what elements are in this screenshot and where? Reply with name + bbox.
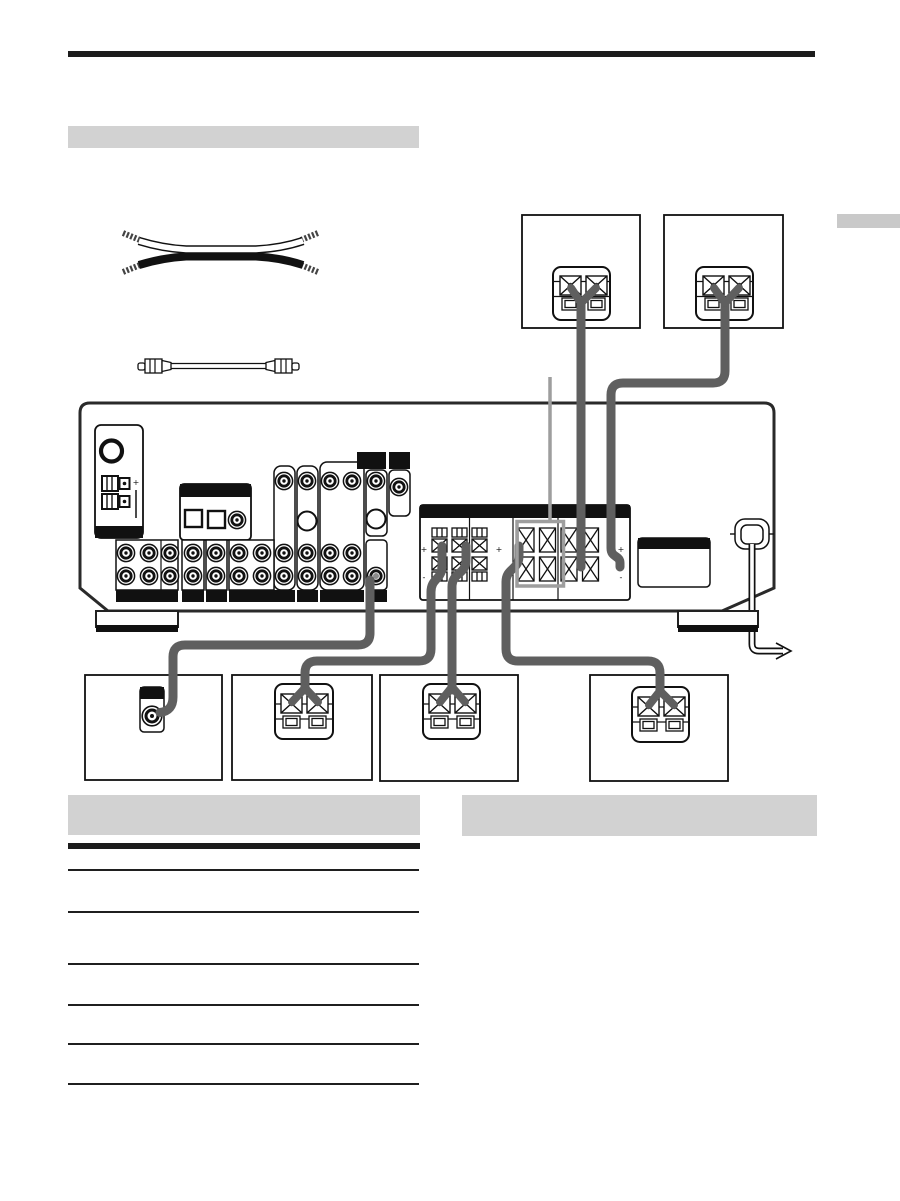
- top-rule: [68, 51, 815, 57]
- subwoofer-box: [84, 674, 223, 781]
- front-right-speaker-wire: [606, 284, 743, 572]
- terminal-plus-mark: +: [618, 545, 625, 554]
- coaxial-jack: [226, 509, 248, 530]
- speaker-wire-b: [288, 541, 447, 706]
- white-wire: [138, 238, 304, 253]
- receiver-foot-right: [677, 610, 759, 632]
- jack-label-bars: [116, 590, 387, 602]
- table-rule-4: [68, 1004, 419, 1006]
- optical-jack-1: [183, 508, 204, 529]
- table-rule-6: [68, 1083, 419, 1085]
- speaker-wire-c: [436, 541, 471, 706]
- table-header-rule: [68, 843, 420, 849]
- svideo-jack-2: [365, 508, 387, 530]
- optical-jack-2: [206, 509, 227, 530]
- terminal-plus-mark: +: [496, 545, 503, 554]
- wires: [155, 284, 743, 717]
- receiver-foot-left: [95, 610, 179, 632]
- power-cord: [748, 544, 793, 660]
- table-rule-2: [68, 911, 419, 913]
- audio-cable-illustration: [137, 358, 300, 374]
- am-antenna-terminals: [101, 475, 131, 510]
- fm-antenna-jack: [98, 438, 125, 464]
- terminal-plus-mark: +: [421, 545, 428, 554]
- bare-wire-tips: [121, 230, 320, 275]
- subwoofer-wire: [155, 575, 375, 717]
- speaker-cable-illustration: [121, 230, 320, 275]
- front-left-speaker-wire: [567, 284, 600, 572]
- voltage-selector-plate: [637, 537, 711, 588]
- terminal-minus-mark: -: [423, 573, 426, 582]
- svideo-jack-1: [296, 510, 318, 532]
- digital-section: [179, 483, 252, 541]
- receiver-rear-panel: +: [78, 401, 793, 660]
- table-rule-3: [68, 963, 419, 965]
- am-plus-mark: +: [133, 478, 140, 487]
- page-edge-tab: [837, 214, 900, 228]
- antenna-panel: +: [94, 424, 144, 539]
- terminal-minus-mark: -: [620, 573, 623, 582]
- terminal-highlight-box: [515, 519, 566, 588]
- table-rule-1: [68, 869, 419, 871]
- section-banner-bottom-left: [68, 795, 420, 835]
- section-banner-top-left: [68, 126, 419, 148]
- power-cord-grommet: [730, 518, 774, 550]
- power-cord-arrow: [775, 642, 793, 660]
- speaker-wire-d: [501, 541, 678, 709]
- section-banner-bottom-right: [462, 795, 817, 836]
- table-rule-5: [68, 1043, 419, 1045]
- black-wire: [137, 252, 305, 269]
